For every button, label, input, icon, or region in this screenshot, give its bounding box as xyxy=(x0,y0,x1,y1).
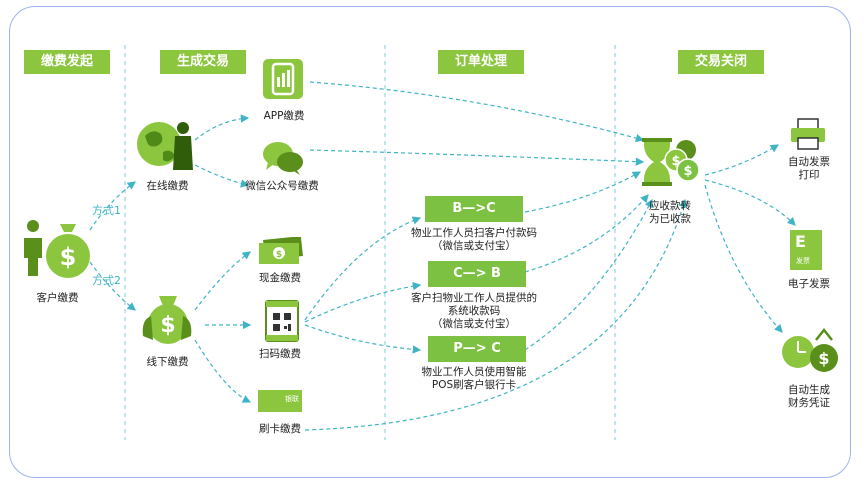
auto-voucher-line2: 财务凭证 xyxy=(788,397,830,409)
order-c-to-b-box: C—> B xyxy=(428,261,526,287)
mobile-app-icon xyxy=(262,58,304,104)
auto-print-line1: 自动发票 xyxy=(788,156,830,168)
card-terminal-icon: 银联 xyxy=(258,390,302,412)
e-invoice-label: 电子发票 xyxy=(788,278,830,290)
online-payment-label: 在线缴费 xyxy=(146,180,189,192)
column-header-close: 交易关闭 xyxy=(678,50,764,74)
auto-voucher-line1: 自动生成 xyxy=(788,384,830,396)
app-payment-label: APP缴费 xyxy=(263,110,305,122)
auto-print-label: 自动发票 打印 xyxy=(778,156,840,182)
customer-payment-label: 客户缴费 xyxy=(36,292,79,304)
method-2-label: 方式2 xyxy=(92,274,121,287)
convert-line1: 应收款转 xyxy=(649,200,691,212)
receivable-to-received-label: 应收款转 为已收款 xyxy=(630,200,710,226)
card-payment-label: 刷卡缴费 xyxy=(259,423,301,435)
column-header-initiate: 缴费发起 xyxy=(24,50,110,74)
order-c-to-b-desc-line2: 系统收款码 xyxy=(447,305,501,317)
order-p-to-c-desc: 物业工作人员使用智能 POS刷客户银行卡 xyxy=(385,366,563,392)
card-icon-text: 银联 xyxy=(285,395,299,403)
auto-print-line2: 打印 xyxy=(798,169,820,181)
svg-text:$: $ xyxy=(671,154,680,169)
wechat-payment-label: 微信公众号缴费 xyxy=(245,180,319,192)
diagram-frame xyxy=(9,6,851,478)
offline-payment-icon: $ xyxy=(137,290,197,352)
printer-icon xyxy=(790,118,826,154)
order-b-to-c-desc-line2: （微信或支付宝） xyxy=(432,240,516,252)
order-c-to-b-desc-line1: 客户扫物业工作人员提供的 xyxy=(411,292,537,304)
column-header-generate: 生成交易 xyxy=(160,50,246,74)
online-payment-icon xyxy=(135,118,197,178)
order-c-to-b-desc-line3: （微信或支付宝） xyxy=(432,318,516,330)
svg-text:$: $ xyxy=(818,349,829,368)
column-separators xyxy=(124,45,616,440)
auto-voucher-label: 自动生成 财务凭证 xyxy=(778,384,840,410)
order-b-to-c-desc: 物业工作人员扫客户付款码 （微信或支付宝） xyxy=(385,227,563,253)
cash-payment-label: 现金缴费 xyxy=(259,272,301,284)
column-header-process: 订单处理 xyxy=(438,50,524,74)
e-invoice-icon-text: 发票 xyxy=(796,257,810,265)
wechat-icon xyxy=(262,140,304,180)
order-p-to-c-desc-line1: 物业工作人员使用智能 xyxy=(421,366,527,378)
e-invoice-letter: E xyxy=(795,232,806,251)
order-b-to-c-box: B—>C xyxy=(425,196,523,222)
scan-payment-label: 扫码缴费 xyxy=(259,348,301,360)
offline-payment-label: 线下缴费 xyxy=(146,356,189,368)
qr-scan-icon xyxy=(265,300,299,346)
customer-payment-icon: $ xyxy=(20,218,95,284)
method-1-label: 方式1 xyxy=(92,204,121,217)
convert-line2: 为已收款 xyxy=(649,213,691,225)
hourglass-coins-icon: $ $ xyxy=(640,136,706,192)
e-invoice-icon: E 发票 xyxy=(790,230,822,270)
order-b-to-c-desc-line1: 物业工作人员扫客户付款码 xyxy=(411,227,537,239)
order-p-to-c-desc-line2: POS刷客户银行卡 xyxy=(431,379,517,391)
svg-text:$: $ xyxy=(276,250,282,260)
order-p-to-c-box: P—> C xyxy=(428,336,526,362)
cash-icon: $ xyxy=(258,236,304,269)
svg-text:$: $ xyxy=(160,313,175,338)
clock-money-icon: $ xyxy=(780,327,840,382)
svg-text:$: $ xyxy=(683,164,692,179)
svg-text:$: $ xyxy=(60,243,77,271)
flow-arrows xyxy=(89,81,796,431)
order-c-to-b-desc: 客户扫物业工作人员提供的 系统收款码 （微信或支付宝） xyxy=(385,292,563,331)
